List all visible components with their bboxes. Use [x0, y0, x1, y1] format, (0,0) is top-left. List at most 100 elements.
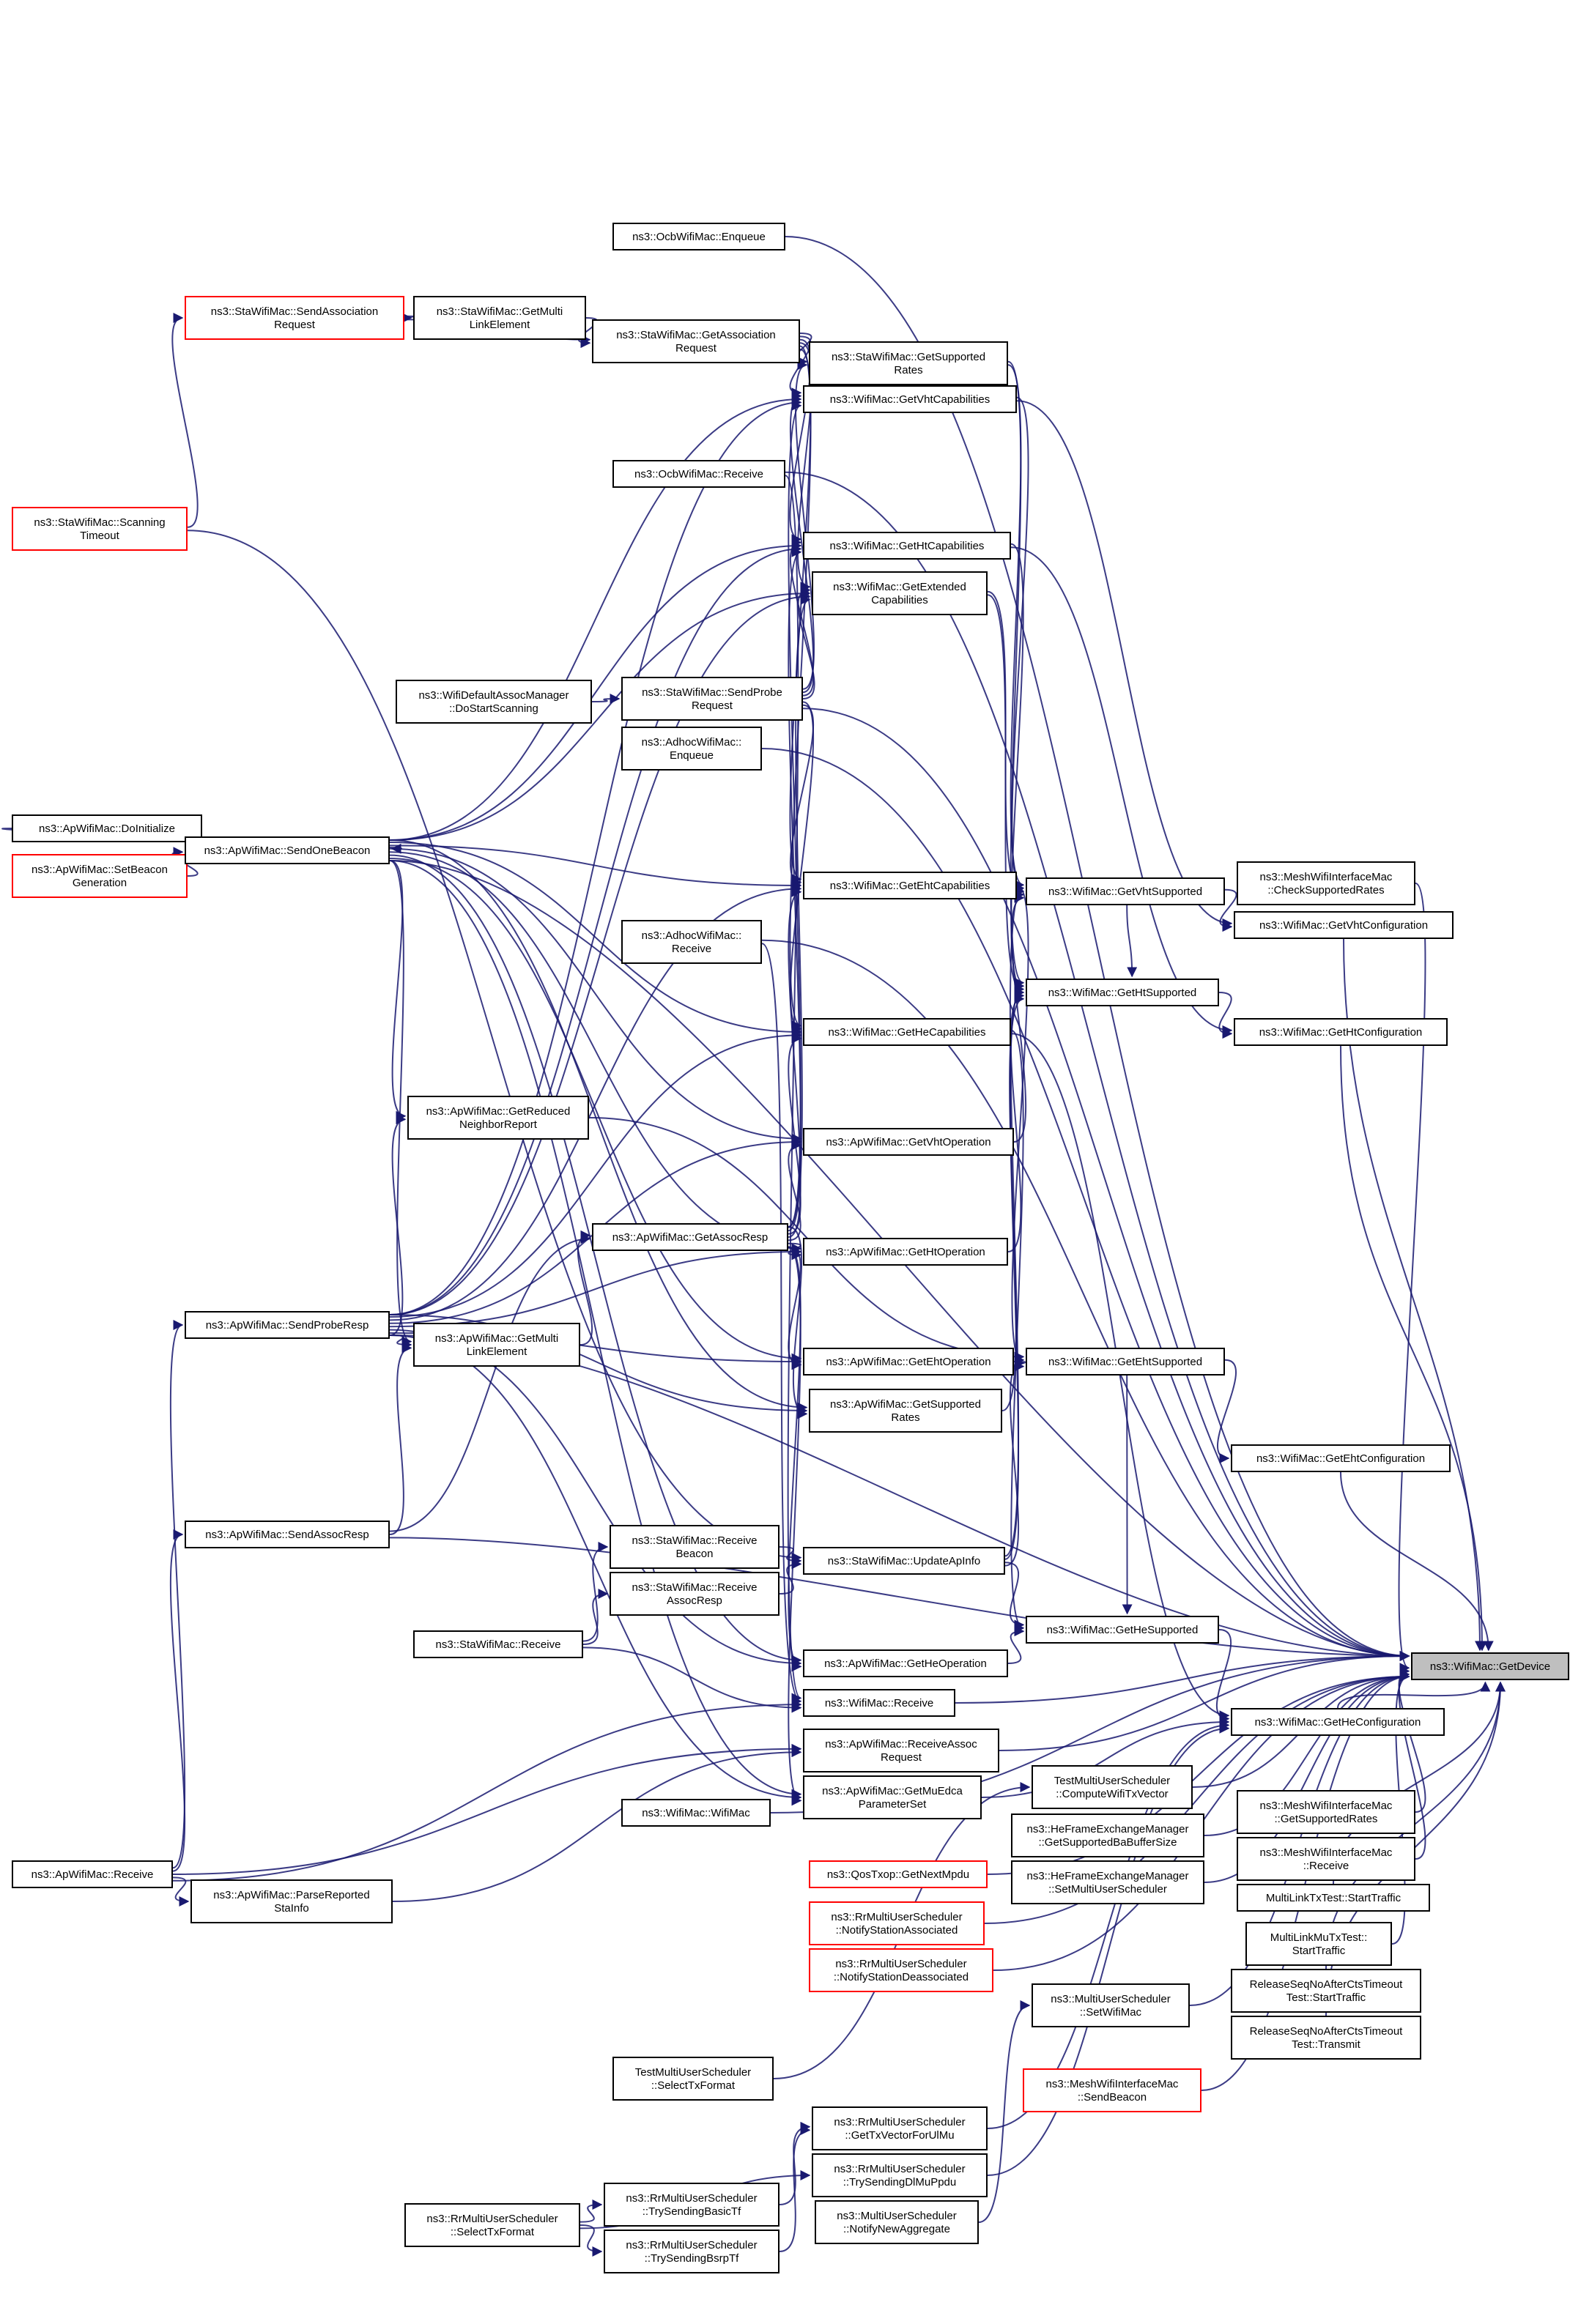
graph-node-rr-try-sending-dl-mu-ppdu[interactable]: ns3::RrMultiUserScheduler ::TrySendingDl…	[812, 2153, 988, 2197]
graph-node-rr-try-sending-bsrp-tf[interactable]: ns3::RrMultiUserScheduler ::TrySendingBs…	[604, 2230, 780, 2273]
graph-node-assoc-manager-do-start-scanning[interactable]: ns3::WifiDefaultAssocManager ::DoStartSc…	[396, 680, 592, 724]
edge-ap-get-assoc-resp--get-extended-capabilities	[788, 595, 811, 1232]
graph-node-rr-try-sending-basic-tf[interactable]: ns3::RrMultiUserScheduler ::TrySendingBa…	[604, 2183, 780, 2227]
graph-node-mesh-get-supported-rates[interactable]: ns3::MeshWifiInterfaceMac ::GetSupported…	[1237, 1790, 1415, 1834]
graph-node-ap-get-reduced-neighbor-report[interactable]: ns3::ApWifiMac::GetReduced NeighborRepor…	[407, 1096, 589, 1140]
graph-node-wifimac-receive[interactable]: ns3::WifiMac::Receive	[803, 1689, 955, 1717]
edge-ap-send-assoc-resp--get-device	[389, 1537, 1410, 1661]
edge-ap-send-probe-resp--get-device	[389, 1334, 1410, 1661]
edge-sta-scanning-timeout--sta-update-ap-info	[187, 530, 802, 1563]
edge-adhoc-enqueue--get-device	[761, 748, 1410, 1661]
graph-node-adhoc-enqueue[interactable]: ns3::AdhocWifiMac:: Enqueue	[621, 727, 762, 771]
graph-node-qos-txop-get-next-mpdu[interactable]: ns3::QosTxop::GetNextMpdu	[809, 1860, 988, 1888]
graph-node-sta-send-probe-request[interactable]: ns3::StaWifiMac::SendProbe Request	[621, 677, 803, 721]
graph-node-ap-get-multi-link-element[interactable]: ns3::ApWifiMac::GetMulti LinkElement	[413, 1323, 580, 1367]
graph-node-test-mu-compute-wifi-tx-vector[interactable]: TestMultiUserScheduler ::ComputeWifiTxVe…	[1032, 1765, 1193, 1809]
graph-node-ap-get-eht-operation[interactable]: ns3::ApWifiMac::GetEhtOperation	[803, 1348, 1014, 1376]
graph-node-get-eht-supported[interactable]: ns3::WifiMac::GetEhtSupported	[1026, 1348, 1225, 1376]
graph-node-he-fem-set-multi-user-scheduler[interactable]: ns3::HeFrameExchangeManager ::SetMultiUs…	[1011, 1860, 1204, 1904]
graph-node-get-he-supported[interactable]: ns3::WifiMac::GetHeSupported	[1026, 1616, 1219, 1644]
edge-ap-send-probe-resp--get-he-capabilities	[389, 1030, 802, 1318]
graph-node-sta-update-ap-info[interactable]: ns3::StaWifiMac::UpdateApInfo	[803, 1547, 1005, 1575]
graph-node-get-vht-capabilities[interactable]: ns3::WifiMac::GetVhtCapabilities	[803, 385, 1017, 413]
edge-sta-receive--sta-receive-beacon	[582, 1542, 609, 1642]
graph-node-ap-get-ht-operation[interactable]: ns3::ApWifiMac::GetHtOperation	[803, 1238, 1008, 1266]
graph-node-ap-send-probe-resp[interactable]: ns3::ApWifiMac::SendProbeResp	[185, 1311, 390, 1339]
edge-mesh-check-supported-rates--get-device	[1398, 883, 1426, 1673]
edge-ap-send-assoc-resp--ap-get-assoc-resp	[389, 1233, 591, 1532]
graph-node-ap-send-one-beacon[interactable]: ns3::ApWifiMac::SendOneBeacon	[185, 836, 390, 864]
graph-node-ap-receive[interactable]: ns3::ApWifiMac::Receive	[12, 1860, 173, 1888]
edge-sta-receive--wifimac-receive	[582, 1647, 802, 1713]
graph-node-get-eht-capabilities[interactable]: ns3::WifiMac::GetEhtCapabilities	[803, 872, 1017, 899]
graph-node-ap-get-assoc-resp[interactable]: ns3::ApWifiMac::GetAssocResp	[592, 1223, 788, 1251]
edge-get-vht-capabilities--get-vht-configuration	[1016, 400, 1233, 929]
graph-node-ap-do-initialize[interactable]: ns3::ApWifiMac::DoInitialize	[12, 814, 202, 842]
graph-node-release-seqno-test-transmit[interactable]: ReleaseSeqNoAfterCtsTimeout Test::Transm…	[1231, 2016, 1421, 2060]
graph-node-multilink-tx-test-start-traffic[interactable]: MultiLinkTxTest::StartTraffic	[1237, 1884, 1430, 1912]
edge-ap-send-one-beacon--ap-get-mu-edca-parameter-set	[389, 860, 802, 1800]
graph-node-ap-get-vht-operation[interactable]: ns3::ApWifiMac::GetVhtOperation	[803, 1128, 1014, 1156]
graph-node-mu-scheduler-notify-new-aggregate[interactable]: ns3::MultiUserScheduler ::NotifyNewAggre…	[815, 2200, 979, 2244]
graph-node-get-eht-configuration[interactable]: ns3::WifiMac::GetEhtConfiguration	[1231, 1444, 1451, 1472]
edge-get-eht-configuration--get-device	[1340, 1471, 1494, 1652]
graph-node-sta-receive-assoc-resp[interactable]: ns3::StaWifiMac::Receive AssocResp	[610, 1572, 780, 1616]
graph-node-multilink-mu-tx-test-start-traffic[interactable]: MultiLinkMuTxTest:: StartTraffic	[1245, 1922, 1392, 1966]
graph-node-get-he-configuration[interactable]: ns3::WifiMac::GetHeConfiguration	[1231, 1708, 1445, 1736]
edge-ap-send-one-beacon--get-extended-capabilities	[389, 588, 811, 841]
graph-node-sta-receive-beacon[interactable]: ns3::StaWifiMac::Receive Beacon	[610, 1525, 780, 1569]
edge-ap-get-assoc-resp--ap-get-mu-edca-parameter-set	[788, 1247, 802, 1806]
graph-node-ap-get-mu-edca-parameter-set[interactable]: ns3::ApWifiMac::GetMuEdca ParameterSet	[803, 1775, 982, 1819]
edge-ap-send-one-beacon--get-eht-capabilities	[389, 844, 802, 891]
graph-node-ap-get-he-operation[interactable]: ns3::ApWifiMac::GetHeOperation	[803, 1649, 1008, 1677]
graph-node-sta-get-supported-rates[interactable]: ns3::StaWifiMac::GetSupported Rates	[809, 341, 1008, 385]
graph-node-sta-send-assoc-request[interactable]: ns3::StaWifiMac::SendAssociation Request	[185, 296, 404, 340]
edge-ap-send-probe-resp--ap-get-reduced-neighbor-report	[389, 1114, 407, 1336]
graph-node-get-extended-capabilities[interactable]: ns3::WifiMac::GetExtended Capabilities	[812, 571, 988, 615]
graph-node-rr-get-tx-vector-for-ul-mu[interactable]: ns3::RrMultiUserScheduler ::GetTxVectorF…	[812, 2106, 988, 2150]
edge-ap-send-one-beacon--get-he-capabilities	[389, 842, 802, 1037]
edge-sta-send-probe-request--get-vht-capabilities	[789, 390, 815, 694]
graph-node-get-vht-configuration[interactable]: ns3::WifiMac::GetVhtConfiguration	[1234, 911, 1454, 939]
graph-node-get-ht-supported[interactable]: ns3::WifiMac::GetHtSupported	[1026, 979, 1219, 1006]
graph-node-adhoc-receive[interactable]: ns3::AdhocWifiMac:: Receive	[621, 920, 762, 964]
edge-ap-receive--ap-parse-reported-sta-info	[172, 1876, 190, 1907]
edge-get-eht-supported--get-eht-configuration	[1217, 1359, 1237, 1463]
edge-ap-receive--ap-receive-assoc-request	[172, 1743, 802, 1875]
edge-rr-try-sending-basic-tf--rr-get-tx-vector-for-ul-mu	[779, 2121, 811, 2205]
edge-ap-send-probe-resp--get-ht-capabilities	[389, 543, 802, 1315]
edge-rr-select-tx-format--rr-try-sending-bsrp-tf	[580, 2224, 603, 2257]
edge-ap-parse-reported-sta-info--ap-receive-assoc-request	[392, 1747, 802, 1902]
graph-node-get-ht-capabilities[interactable]: ns3::WifiMac::GetHtCapabilities	[803, 532, 1011, 560]
graph-node-sta-scanning-timeout[interactable]: ns3::StaWifiMac::Scanning Timeout	[12, 507, 188, 551]
graph-node-sta-receive[interactable]: ns3::StaWifiMac::Receive	[413, 1630, 583, 1658]
edge-ap-get-ht-operation--get-ht-supported	[1007, 990, 1025, 1252]
graph-node-rr-select-tx-format[interactable]: ns3::RrMultiUserScheduler ::SelectTxForm…	[404, 2203, 580, 2247]
graph-node-ocb-receive[interactable]: ns3::OcbWifiMac::Receive	[612, 460, 785, 488]
graph-node-ap-receive-assoc-request[interactable]: ns3::ApWifiMac::ReceiveAssoc Request	[803, 1729, 999, 1772]
graph-node-rr-notify-station-associated[interactable]: ns3::RrMultiUserScheduler ::NotifyStatio…	[809, 1901, 985, 1945]
graph-node-ap-set-beacon-generation[interactable]: ns3::ApWifiMac::SetBeacon Generation	[12, 854, 188, 898]
graph-node-release-seqno-test-start-traffic[interactable]: ReleaseSeqNoAfterCtsTimeout Test::StartT…	[1231, 1969, 1421, 2013]
graph-node-ap-send-assoc-resp[interactable]: ns3::ApWifiMac::SendAssocResp	[185, 1521, 390, 1548]
graph-node-mu-scheduler-set-wifi-mac[interactable]: ns3::MultiUserScheduler ::SetWifiMac	[1032, 1983, 1190, 2027]
graph-node-get-ht-configuration[interactable]: ns3::WifiMac::GetHtConfiguration	[1234, 1018, 1448, 1046]
graph-node-ocb-enqueue[interactable]: ns3::OcbWifiMac::Enqueue	[612, 223, 785, 250]
graph-node-rr-notify-station-deassociated[interactable]: ns3::RrMultiUserScheduler ::NotifyStatio…	[809, 1948, 993, 1992]
graph-node-sta-get-multi-link-element[interactable]: ns3::StaWifiMac::GetMulti LinkElement	[413, 296, 586, 340]
graph-node-wifimac-constructor[interactable]: ns3::WifiMac::WifiMac	[621, 1799, 771, 1827]
graph-node-get-vht-supported[interactable]: ns3::WifiMac::GetVhtSupported	[1026, 877, 1225, 905]
graph-node-mesh-send-beacon[interactable]: ns3::MeshWifiInterfaceMac ::SendBeacon	[1023, 2068, 1201, 2112]
edge-sta-scanning-timeout--sta-send-assoc-request	[171, 313, 199, 528]
graph-node-mesh-receive[interactable]: ns3::MeshWifiInterfaceMac ::Receive	[1237, 1837, 1415, 1881]
graph-node-he-fem-get-supported-ba-buffer-size[interactable]: ns3::HeFrameExchangeManager ::GetSupport…	[1011, 1813, 1204, 1857]
edge-sta-update-ap-info--get-ht-supported	[1004, 981, 1025, 1560]
graph-node-ap-get-supported-rates[interactable]: ns3::ApWifiMac::GetSupported Rates	[809, 1389, 1002, 1433]
graph-node-ap-parse-reported-sta-info[interactable]: ns3::ApWifiMac::ParseReported StaInfo	[190, 1879, 393, 1923]
graph-node-sta-get-association-request[interactable]: ns3::StaWifiMac::GetAssociation Request	[592, 319, 800, 363]
edge-sta-update-ap-info--get-he-supported	[1004, 1562, 1025, 1630]
edge-ap-get-vht-operation--get-vht-supported	[1010, 892, 1027, 1143]
graph-node-mesh-check-supported-rates[interactable]: ns3::MeshWifiInterfaceMac ::CheckSupport…	[1237, 861, 1415, 905]
graph-node-get-he-capabilities[interactable]: ns3::WifiMac::GetHeCapabilities	[803, 1018, 1011, 1046]
graph-node-test-mu-select-tx-format[interactable]: TestMultiUserScheduler ::SelectTxFormat	[612, 2057, 774, 2101]
